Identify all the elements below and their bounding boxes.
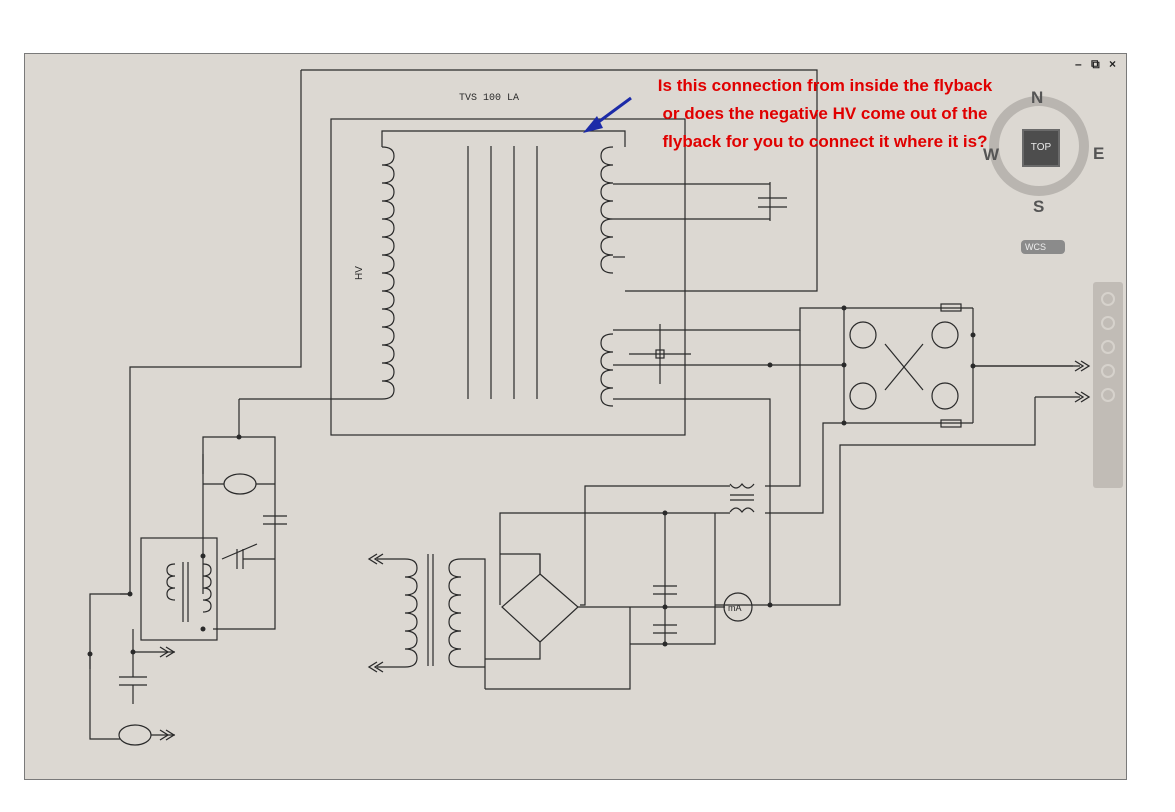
annotation-callout: Is this connection from inside the flyba… — [625, 72, 1025, 156]
viewcube[interactable]: N S E W TOP WCS — [983, 88, 1115, 254]
annotation-line: Is this connection from inside the flyba… — [657, 76, 993, 95]
compass-south[interactable]: S — [1033, 197, 1045, 216]
milliammeter-label: mA — [728, 603, 742, 613]
pan-icon[interactable] — [1101, 316, 1115, 330]
zoom-icon[interactable] — [1101, 340, 1115, 354]
compass-east[interactable]: E — [1093, 144, 1105, 163]
compass-ring[interactable] — [989, 96, 1089, 196]
circuit-schematic: TVS 100 LA HV mA — [87, 69, 1091, 746]
hv-winding — [239, 146, 395, 400]
annotation-line: or does the negative HV come out of the — [662, 104, 988, 123]
steering-wheel-icon[interactable] — [1101, 292, 1115, 306]
minimize-button[interactable]: – — [1075, 57, 1082, 71]
restore-button[interactable]: ⧉ — [1091, 57, 1100, 71]
window-controls: – ⧉ × — [1069, 57, 1116, 72]
compass-west[interactable]: W — [983, 145, 1000, 164]
drawing-canvas[interactable]: TVS 100 LA HV mA – ⧉ × Is this connectio… — [24, 53, 1127, 780]
compass-north[interactable]: N — [1031, 88, 1044, 107]
viewcube-top-face[interactable]: TOP — [1022, 129, 1060, 167]
annotation-line: flyback for you to connect it where it i… — [662, 132, 988, 151]
navigation-bar[interactable] — [1093, 282, 1123, 488]
wcs-menu[interactable]: WCS — [1021, 240, 1065, 254]
transformer-label: TVS 100 LA — [459, 93, 519, 104]
close-button[interactable]: × — [1108, 57, 1116, 71]
orbit-icon[interactable] — [1101, 364, 1115, 378]
flyback-core-frame — [330, 118, 686, 436]
showmotion-icon[interactable] — [1101, 388, 1115, 402]
hv-label: HV — [354, 266, 365, 280]
